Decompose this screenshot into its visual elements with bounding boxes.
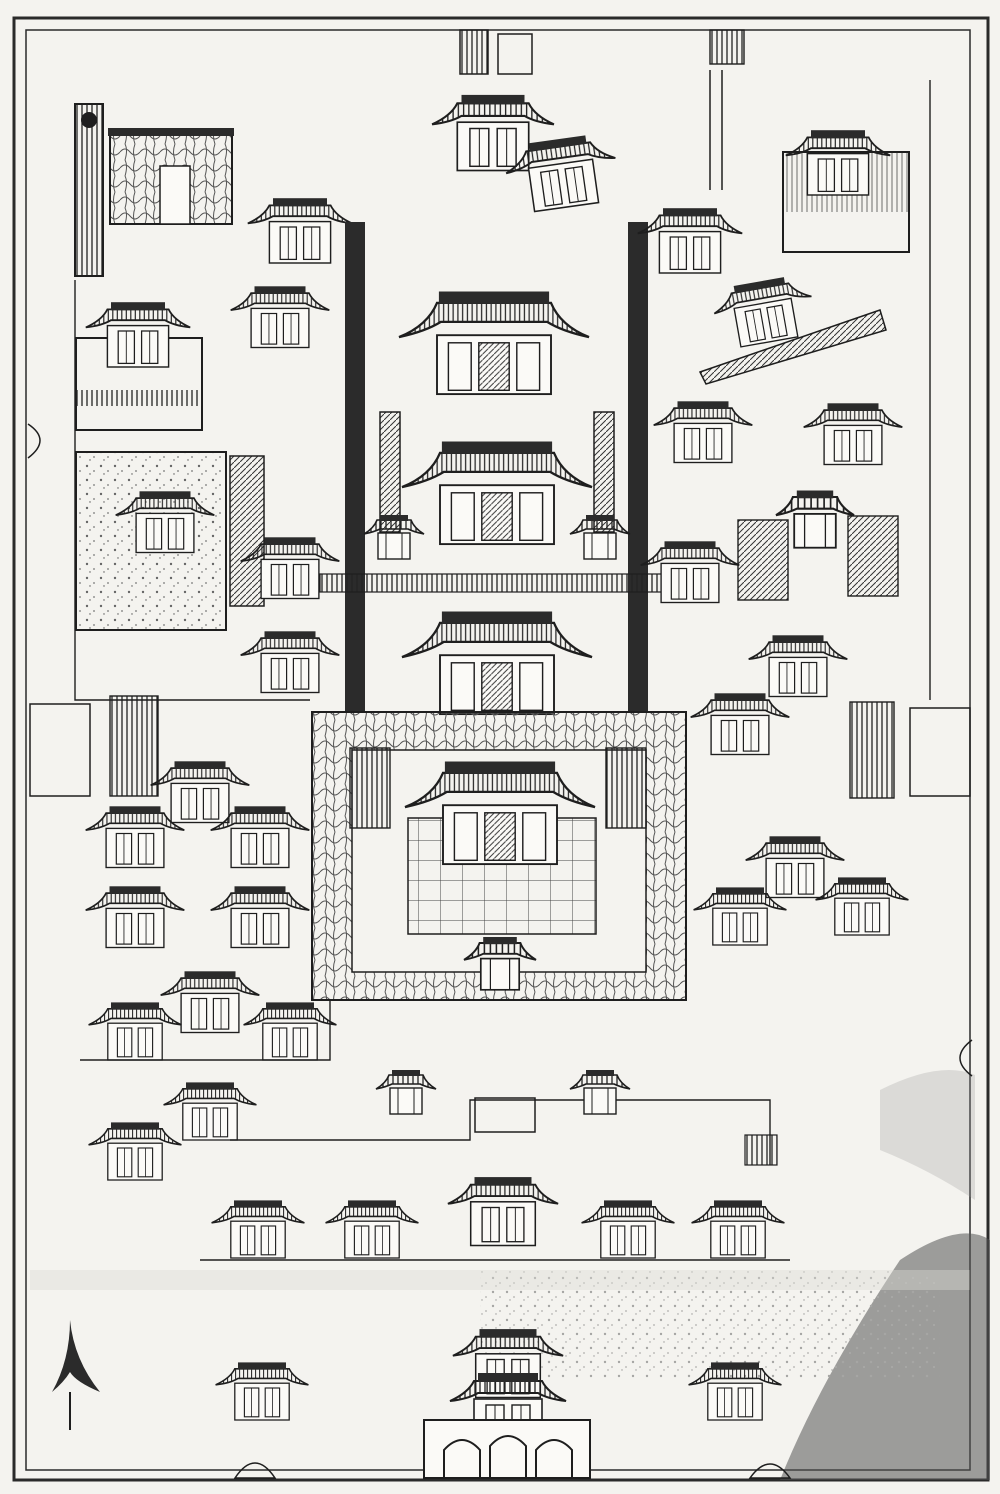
stone-storehouse [108, 128, 234, 225]
right-column-buildings [636, 129, 910, 946]
nw-tower [74, 103, 104, 277]
top-gate [431, 29, 745, 190]
lower-pavilions [210, 1069, 786, 1259]
bottom-gate [52, 1320, 792, 1479]
boundary-lines [74, 80, 931, 1261]
left-column-buildings [75, 197, 354, 694]
main-courtyard [311, 711, 687, 1001]
border-arcs [27, 423, 973, 1077]
left-lower-cluster [84, 695, 338, 1181]
ink-wash-stain [30, 1070, 990, 1480]
corridor-walls [319, 222, 681, 712]
outer-border [12, 16, 990, 1482]
